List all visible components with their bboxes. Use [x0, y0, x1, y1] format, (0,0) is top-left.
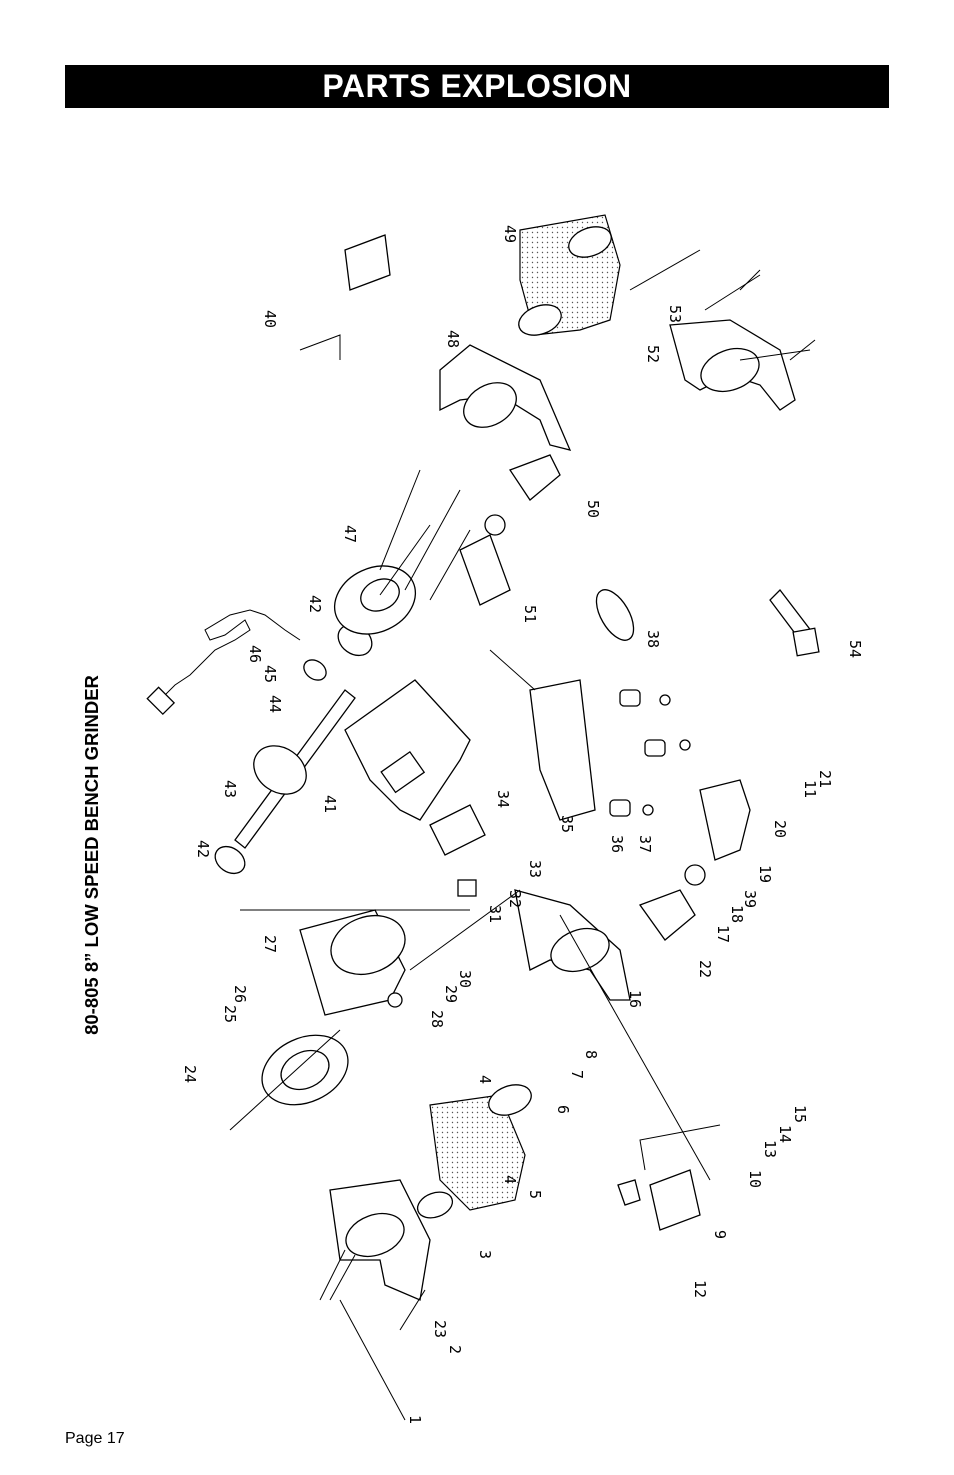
label-19: 19 [756, 865, 774, 883]
label-47: 47 [341, 525, 359, 543]
wheel-guard-left [514, 889, 631, 1001]
label-20: 20 [771, 820, 789, 838]
label-45: 45 [261, 665, 279, 683]
label-49: 49 [501, 225, 519, 243]
label-40: 40 [261, 310, 279, 328]
label-6: 6 [554, 1105, 572, 1114]
label-42b: 42 [306, 595, 324, 613]
label-48: 48 [444, 330, 462, 348]
label-17: 17 [714, 925, 732, 943]
capacitor [595, 589, 635, 641]
part-numbers: 1 2 3 4 4 5 6 7 8 9 10 11 12 13 14 15 16… [181, 225, 864, 1424]
label-33: 33 [526, 860, 544, 878]
label-9: 9 [711, 1230, 729, 1239]
label-27: 27 [261, 935, 279, 953]
label-18: 18 [728, 905, 746, 923]
label-34: 34 [494, 790, 512, 808]
tool-rest-right [459, 454, 561, 606]
eye-shield-top [299, 234, 391, 360]
label-7: 7 [568, 1070, 586, 1079]
title-bar: PARTS EXPLOSION [65, 65, 889, 108]
label-11: 11 [801, 780, 819, 798]
label-54: 54 [846, 640, 864, 658]
label-22: 22 [696, 960, 714, 978]
grinding-wheel-left [329, 1084, 532, 1301]
label-15: 15 [791, 1105, 809, 1123]
label-3: 3 [476, 1250, 494, 1259]
label-51: 51 [521, 605, 539, 623]
label-12: 12 [691, 1280, 709, 1298]
label-32: 32 [506, 890, 524, 908]
label-38: 38 [644, 630, 662, 648]
wrench [769, 589, 820, 657]
label-30: 30 [456, 970, 474, 988]
label-25: 25 [221, 1005, 239, 1023]
end-cover-right [333, 524, 431, 635]
label-14: 14 [776, 1125, 794, 1143]
label-21: 21 [816, 770, 834, 788]
page-title: PARTS EXPLOSION [322, 68, 632, 104]
exploded-view-drawing: 1 2 3 4 4 5 6 7 8 9 10 11 12 13 14 15 16… [146, 214, 864, 1424]
label-35: 35 [558, 815, 576, 833]
tool-rest-left [638, 779, 751, 941]
label-28: 28 [428, 1010, 446, 1028]
power-cord [146, 609, 301, 716]
page-number: Page 17 [65, 1430, 125, 1447]
label-4b: 4 [476, 1075, 494, 1084]
label-2: 2 [446, 1345, 464, 1354]
label-43: 43 [221, 780, 239, 798]
label-8: 8 [582, 1050, 600, 1059]
label-23: 23 [431, 1320, 449, 1338]
label-42: 42 [194, 840, 212, 858]
label-37: 37 [636, 835, 654, 853]
motor-rotor [214, 623, 373, 875]
guard-bolts [319, 269, 816, 1331]
label-1: 1 [406, 1415, 424, 1424]
label-26: 26 [231, 985, 249, 1003]
label-5: 5 [526, 1190, 544, 1199]
label-39: 39 [741, 890, 759, 908]
label-52: 52 [644, 345, 662, 363]
product-title: 80-805 8” LOW SPEED BENCH GRINDER [81, 675, 102, 1035]
grinder-base [344, 679, 486, 897]
label-10: 10 [746, 1170, 764, 1188]
label-44: 44 [266, 695, 284, 713]
wheel-guard-right [439, 214, 811, 451]
tie-rods [379, 469, 471, 601]
label-24: 24 [181, 1065, 199, 1083]
leader-lines [229, 249, 711, 1421]
label-29: 29 [442, 985, 460, 1003]
label-41: 41 [321, 795, 339, 813]
parts-explosion-diagram: 1 2 3 4 4 5 6 7 8 9 10 11 12 13 14 15 16… [140, 170, 880, 1430]
label-13: 13 [761, 1140, 779, 1158]
label-4: 4 [501, 1175, 519, 1184]
label-16: 16 [626, 990, 644, 1008]
label-50: 50 [584, 500, 602, 518]
label-53: 53 [666, 305, 684, 323]
base-plate [529, 679, 691, 821]
label-31: 31 [486, 905, 504, 923]
motor-housing-left [261, 909, 406, 1106]
eye-shield-bottom [617, 1124, 721, 1231]
label-36: 36 [608, 835, 626, 853]
label-46: 46 [246, 645, 264, 663]
